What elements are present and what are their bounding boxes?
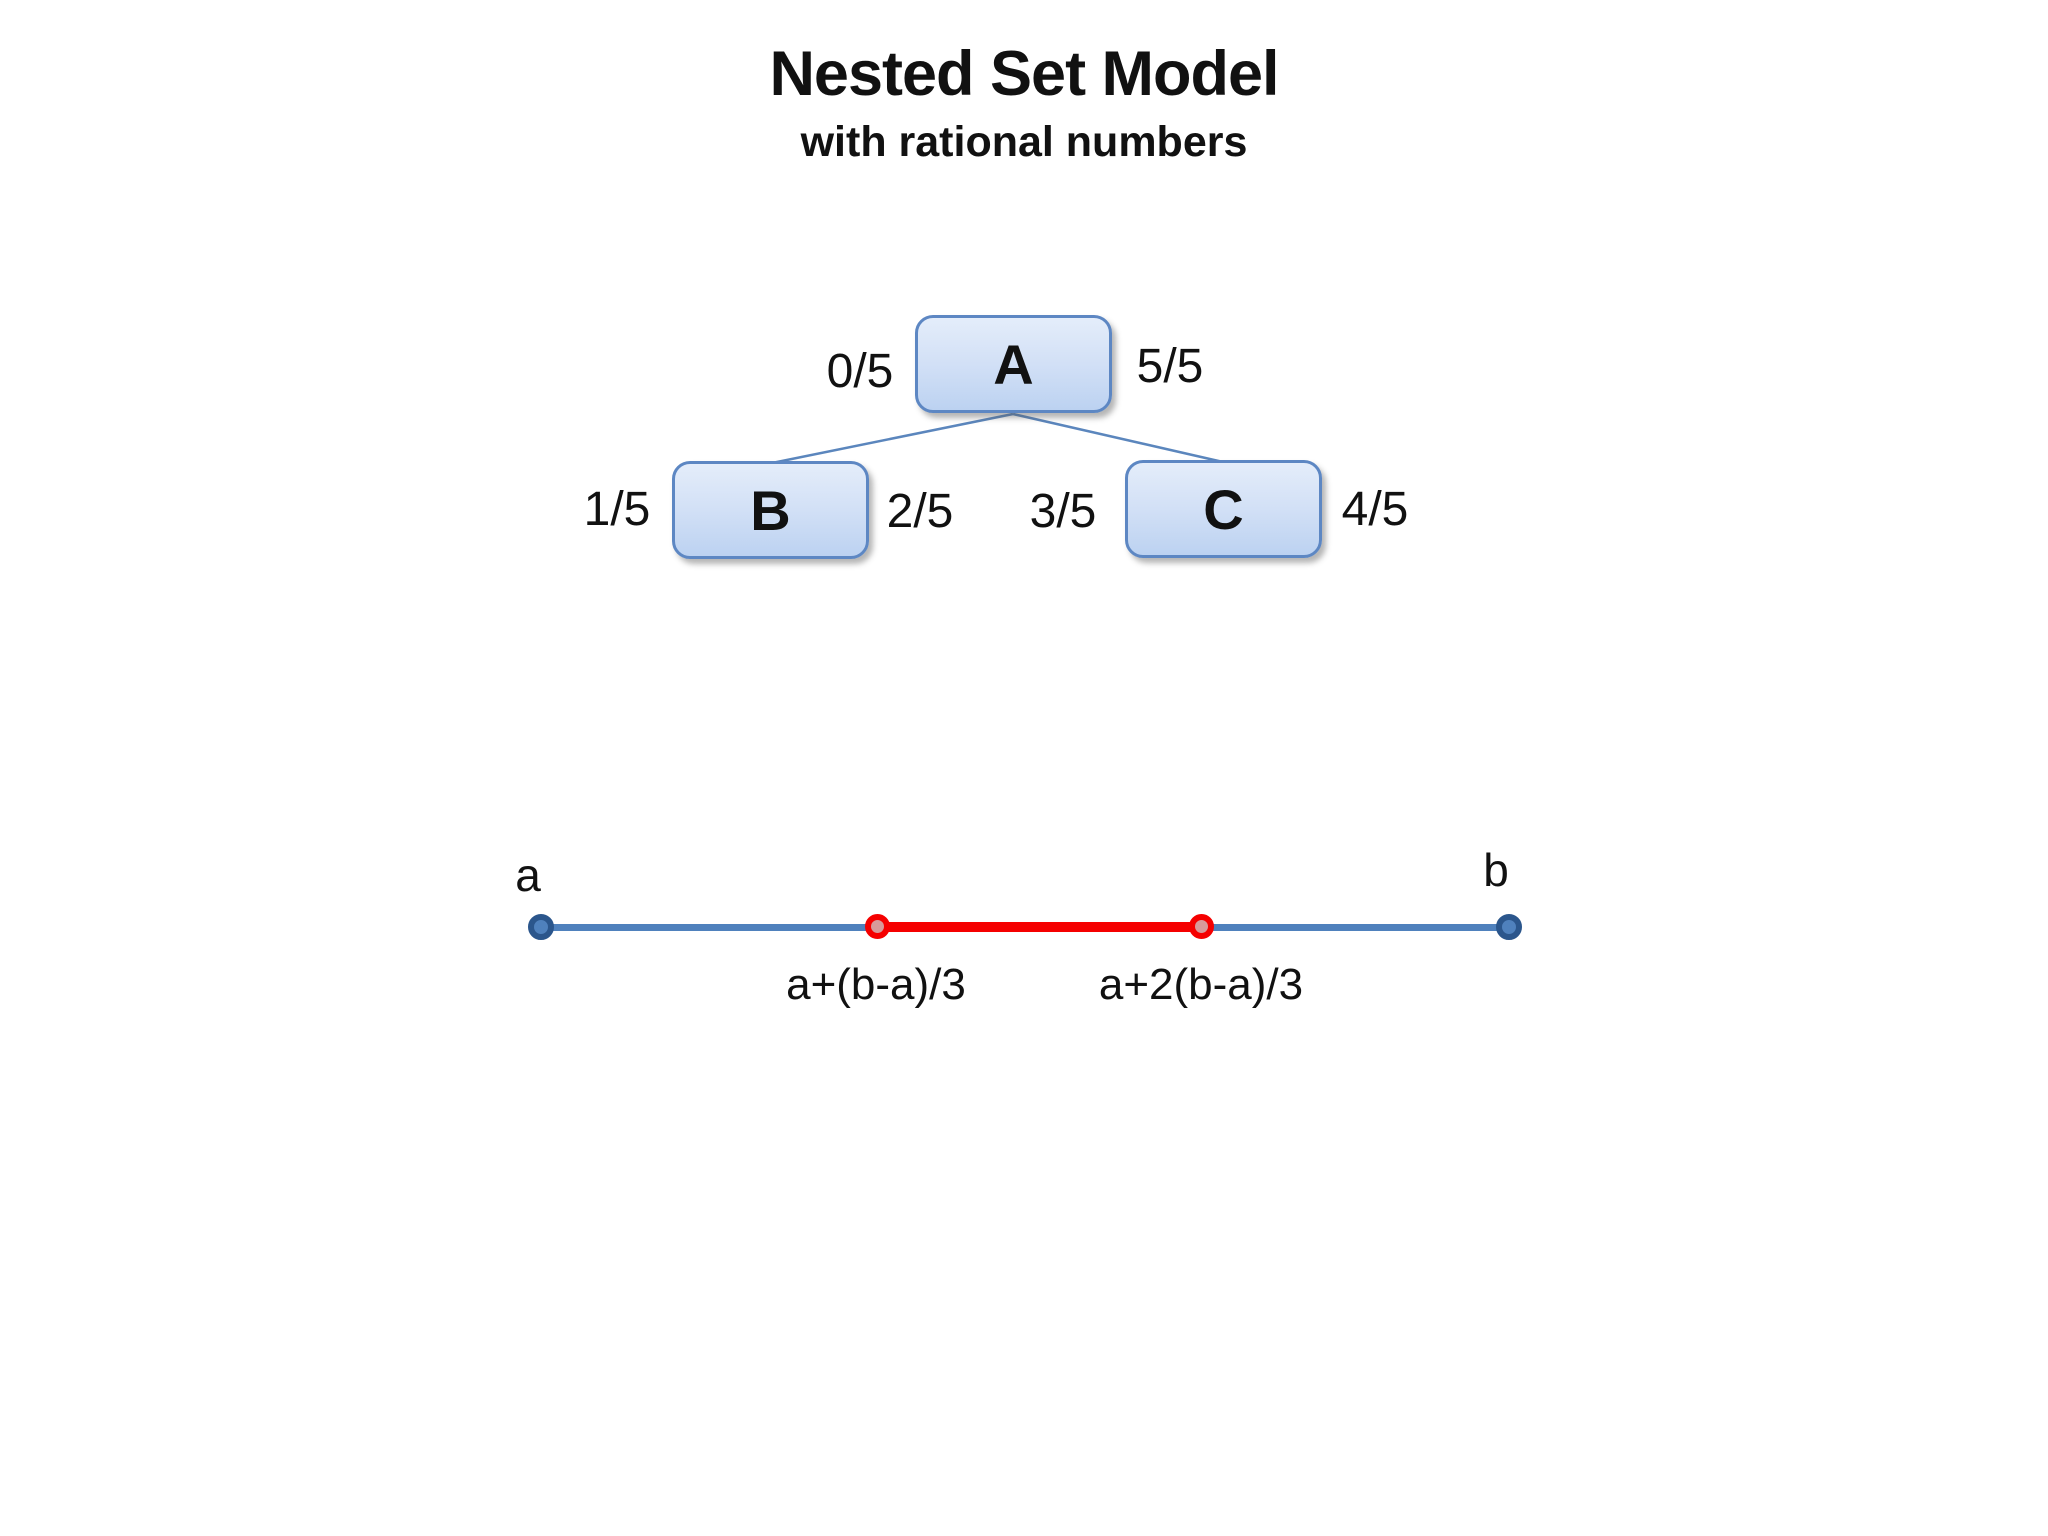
endpoint-a-dot <box>528 914 554 940</box>
tree-node-a: A <box>915 315 1112 413</box>
third-point-2-label: a+2(b-a)/3 <box>1098 960 1304 1009</box>
tree-node-c: C <box>1125 460 1322 558</box>
endpoint-b-label: b <box>1483 844 1509 896</box>
endpoint-b-dot <box>1496 914 1522 940</box>
tree-node-b: B <box>672 461 869 559</box>
third-point-1-dot <box>865 914 890 939</box>
node-a-left-value: 0/5 <box>826 345 894 398</box>
node-a-right-value: 5/5 <box>1136 340 1204 393</box>
third-point-1-label: a+(b-a)/3 <box>786 960 966 1009</box>
node-c-left-value: 3/5 <box>1029 485 1097 538</box>
node-c-right-value: 4/5 <box>1341 483 1409 536</box>
edge-a-b <box>771 412 1014 465</box>
node-b-right-value: 2/5 <box>886 485 954 538</box>
page-subtitle: with rational numbers <box>800 118 1248 166</box>
third-point-2-dot <box>1189 914 1214 939</box>
middle-third-segment <box>877 922 1201 932</box>
page-title: Nested Set Model <box>769 39 1279 109</box>
tree-node-a-label: A <box>993 332 1034 396</box>
tree-node-c-label: C <box>1203 477 1244 541</box>
endpoint-a-label: a <box>515 849 541 901</box>
node-b-left-value: 1/5 <box>583 483 651 536</box>
edge-a-c <box>1012 412 1224 464</box>
tree-node-b-label: B <box>750 478 791 542</box>
